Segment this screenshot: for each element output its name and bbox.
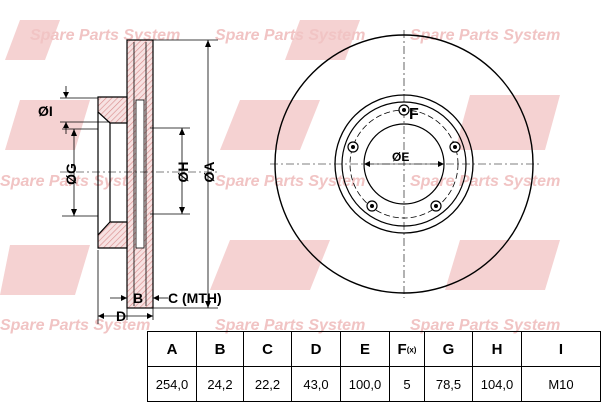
spec-header-d: D <box>291 331 341 367</box>
bolt-hole <box>398 104 410 116</box>
watermark-tagline-2: Spare Parts System <box>215 27 365 44</box>
dim-label-i: ØI <box>38 103 53 119</box>
dim-label-d: D <box>116 308 126 324</box>
spec-value-h: 104,0 <box>472 366 522 402</box>
vent-channel <box>135 99 145 249</box>
spec-value-b: 24,2 <box>196 366 244 402</box>
spec-table-header-row: A B C D E F(x) G H I <box>147 331 601 367</box>
spec-value-e: 100,0 <box>340 366 390 402</box>
dim-label-e: ØE <box>392 150 409 164</box>
dim-label-h: ØH <box>175 162 191 183</box>
hub-section-top <box>97 96 128 124</box>
spec-table-value-row: 254,0 24,2 22,2 43,0 100,0 5 78,5 104,0 … <box>147 366 601 402</box>
front-view: ØE F <box>270 30 540 298</box>
watermark-logo <box>0 20 560 295</box>
dim-label-c: C (MTH) <box>168 290 222 306</box>
spec-header-e: E <box>340 331 390 367</box>
bolt-hole <box>449 141 461 153</box>
watermark-tagline-4: Spare Parts System <box>0 173 150 190</box>
watermark-tagline-3: Spare Parts System <box>410 27 560 44</box>
spec-value-i: M10 <box>521 366 601 402</box>
hub-section-bottom <box>97 221 128 249</box>
dim-label-f: F <box>409 106 419 123</box>
spec-table: A B C D E F(x) G H I 254,0 24,2 22,2 43,… <box>147 331 601 402</box>
dim-label-b: B <box>133 290 143 306</box>
spec-value-g: 78,5 <box>424 366 473 402</box>
side-view: ØI ØG ØH ØA B C (MTH) <box>38 39 222 324</box>
spec-header-h: H <box>472 331 522 367</box>
bolt-hole <box>430 200 442 212</box>
watermark-tagline-6: Spare Parts System <box>410 173 560 190</box>
spec-header-i: I <box>521 331 601 367</box>
bolt-hole <box>347 141 359 153</box>
spec-value-d: 43,0 <box>291 366 341 402</box>
spec-value-a: 254,0 <box>147 366 197 402</box>
spec-value-c: 22,2 <box>243 366 292 402</box>
watermark-tagline-7: Spare Parts System <box>0 317 150 334</box>
spec-header-g: G <box>424 331 473 367</box>
spec-header-f-suffix: (x) <box>406 345 417 355</box>
spec-value-f: 5 <box>389 366 425 402</box>
spec-header-c: C <box>243 331 292 367</box>
dim-label-a: ØA <box>201 162 217 183</box>
spec-header-b: B <box>196 331 244 367</box>
watermark-tagline-5: Spare Parts System <box>215 173 365 190</box>
watermark-tagline-8: Spare Parts System <box>215 317 365 334</box>
spec-header-f: F(x) <box>389 331 425 367</box>
spec-header-a: A <box>147 331 197 367</box>
dim-label-g: ØG <box>63 163 79 185</box>
bolt-hole <box>366 200 378 212</box>
watermark-tagline-9: Spare Parts System <box>410 317 560 334</box>
spec-header-f-letter: F <box>397 340 407 358</box>
watermark-tagline-1: Spare Parts System <box>30 27 180 44</box>
watermark: Spare Parts System Spare Parts System Sp… <box>0 20 560 334</box>
